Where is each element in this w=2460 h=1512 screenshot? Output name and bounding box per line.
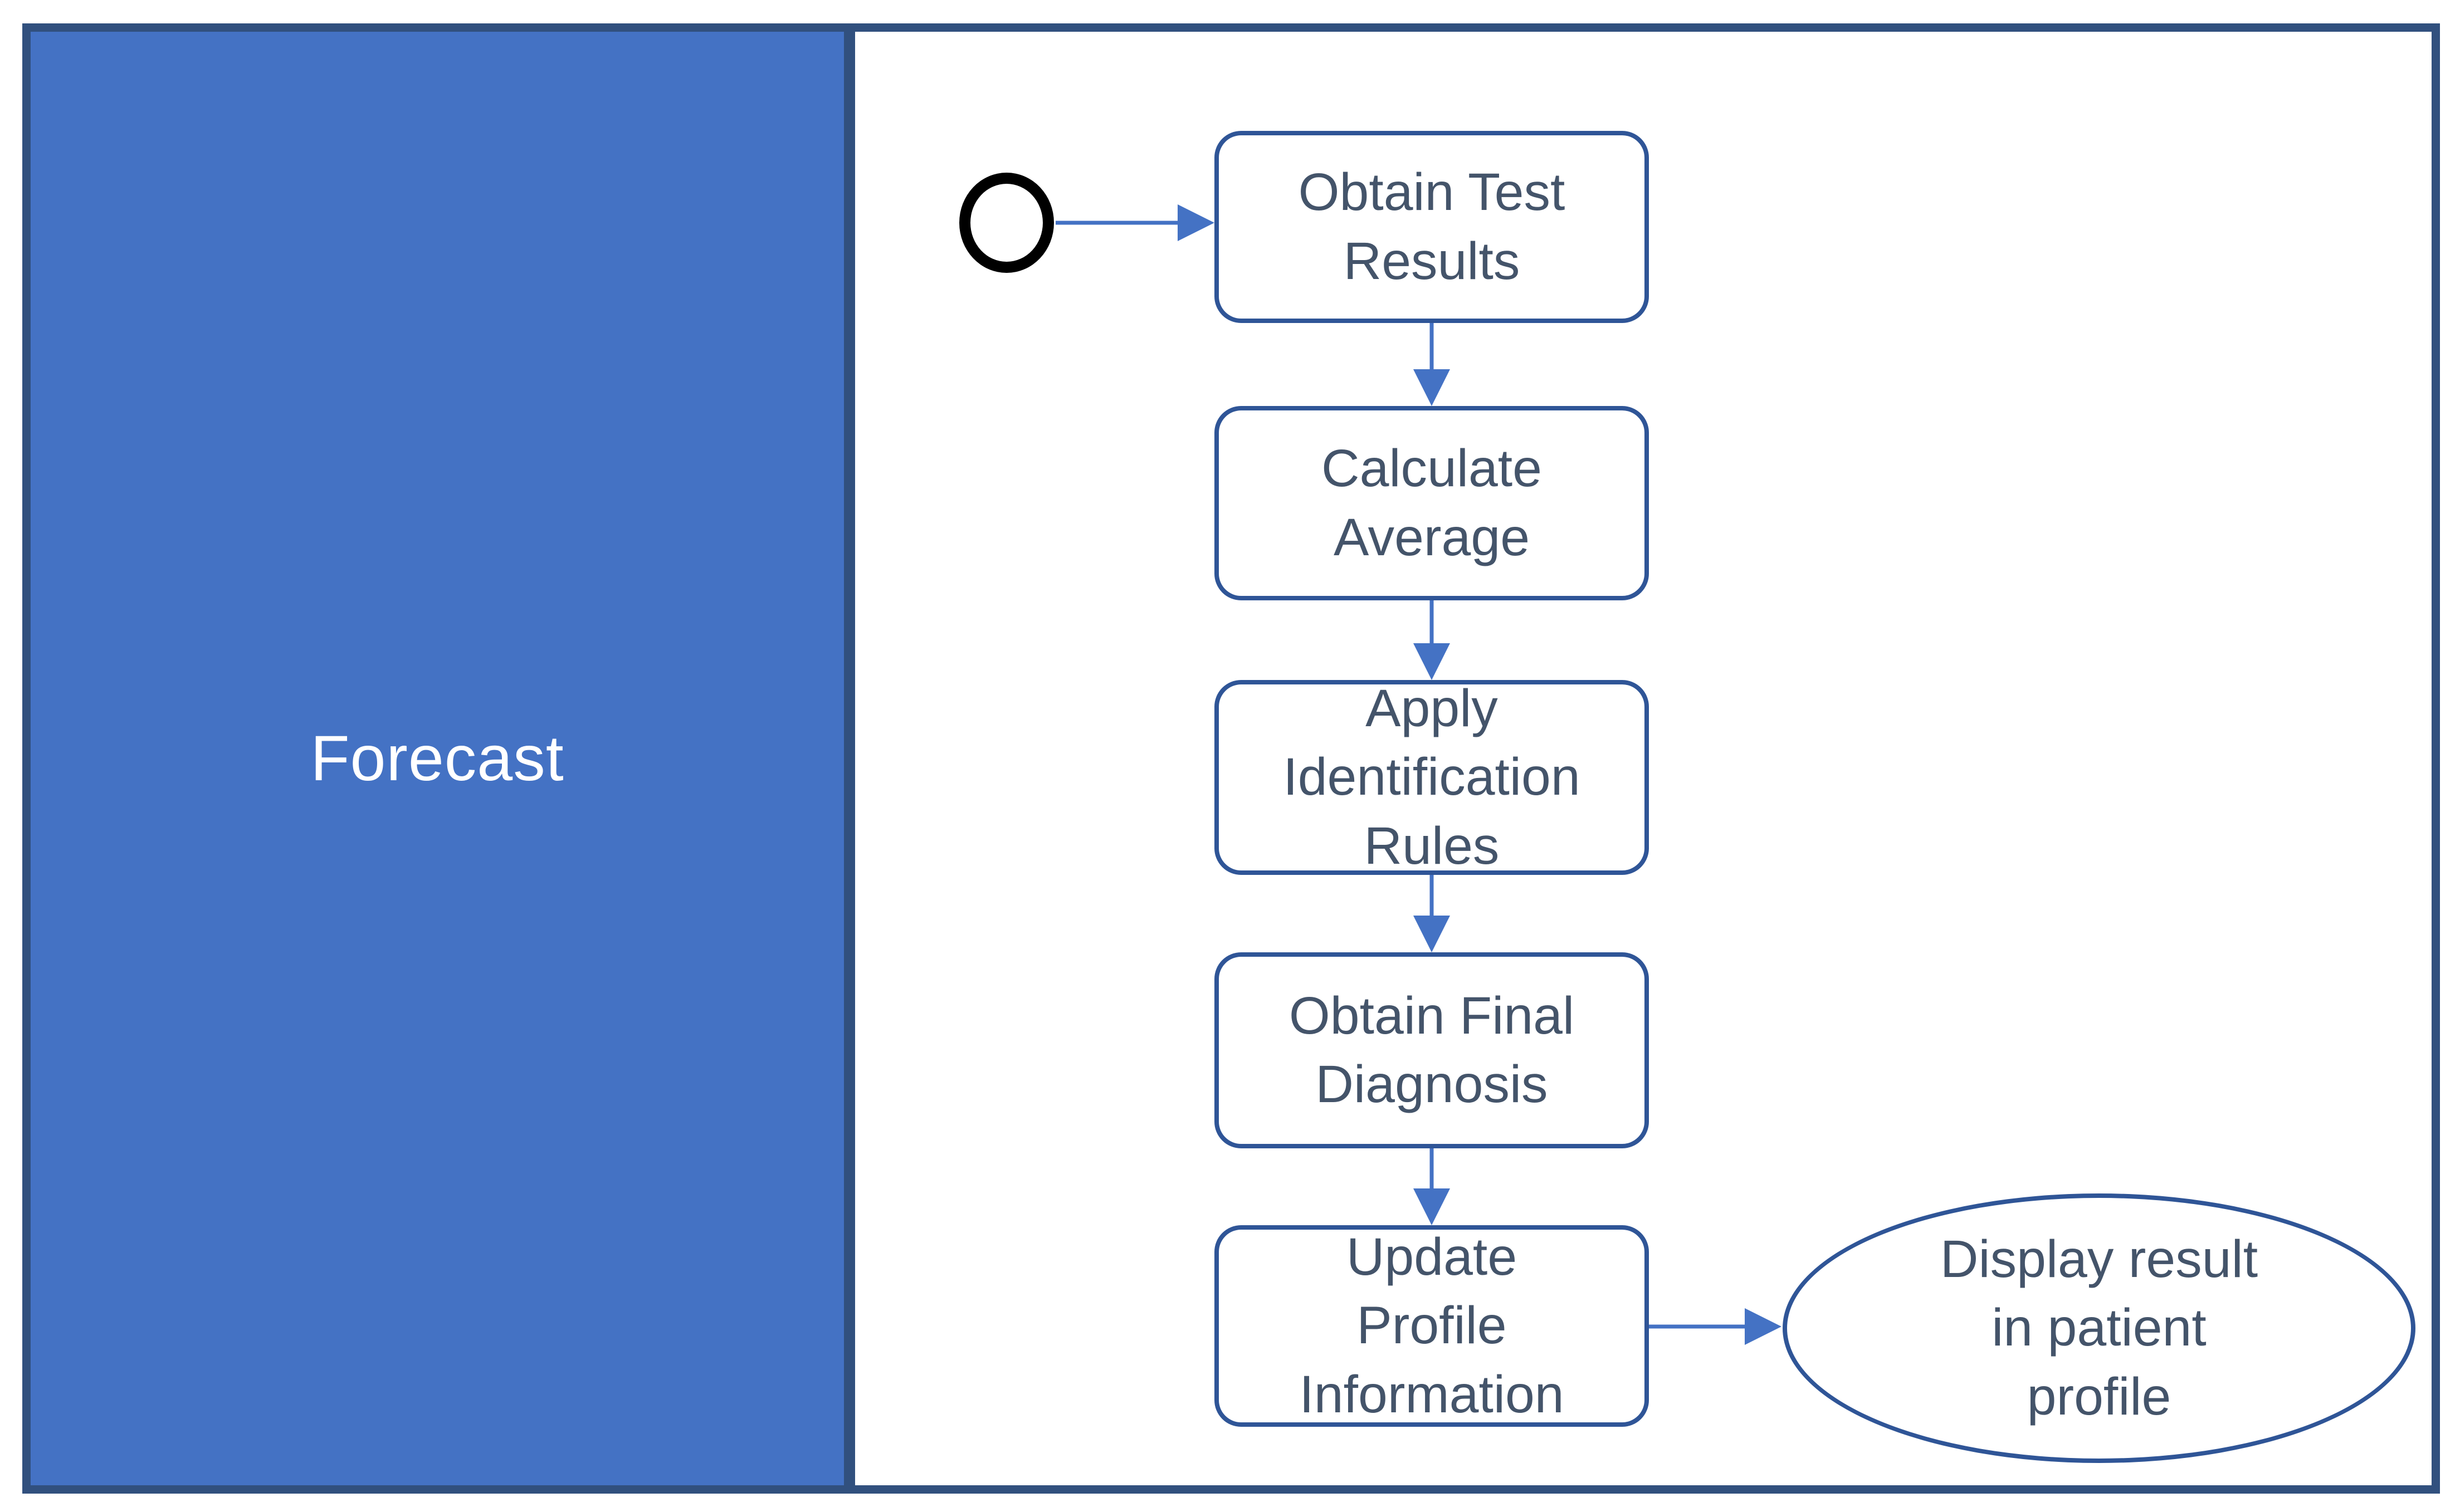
end-node-display-result: Display result in patient profile <box>1783 1193 2415 1463</box>
task-update-profile-information: Update Profile Information <box>1214 1225 1649 1427</box>
swimlane-forecast: Forecast <box>31 32 855 1485</box>
task-calculate-average: Calculate Average <box>1214 406 1649 600</box>
start-event-circle <box>959 173 1054 273</box>
task-obtain-test-results: Obtain Test Results <box>1214 131 1649 323</box>
task-apply-identification-rules: Apply Identification Rules <box>1214 679 1649 875</box>
task-obtain-final-diagnosis: Obtain Final Diagnosis <box>1214 952 1649 1148</box>
swimlane-title: Forecast <box>310 723 564 794</box>
